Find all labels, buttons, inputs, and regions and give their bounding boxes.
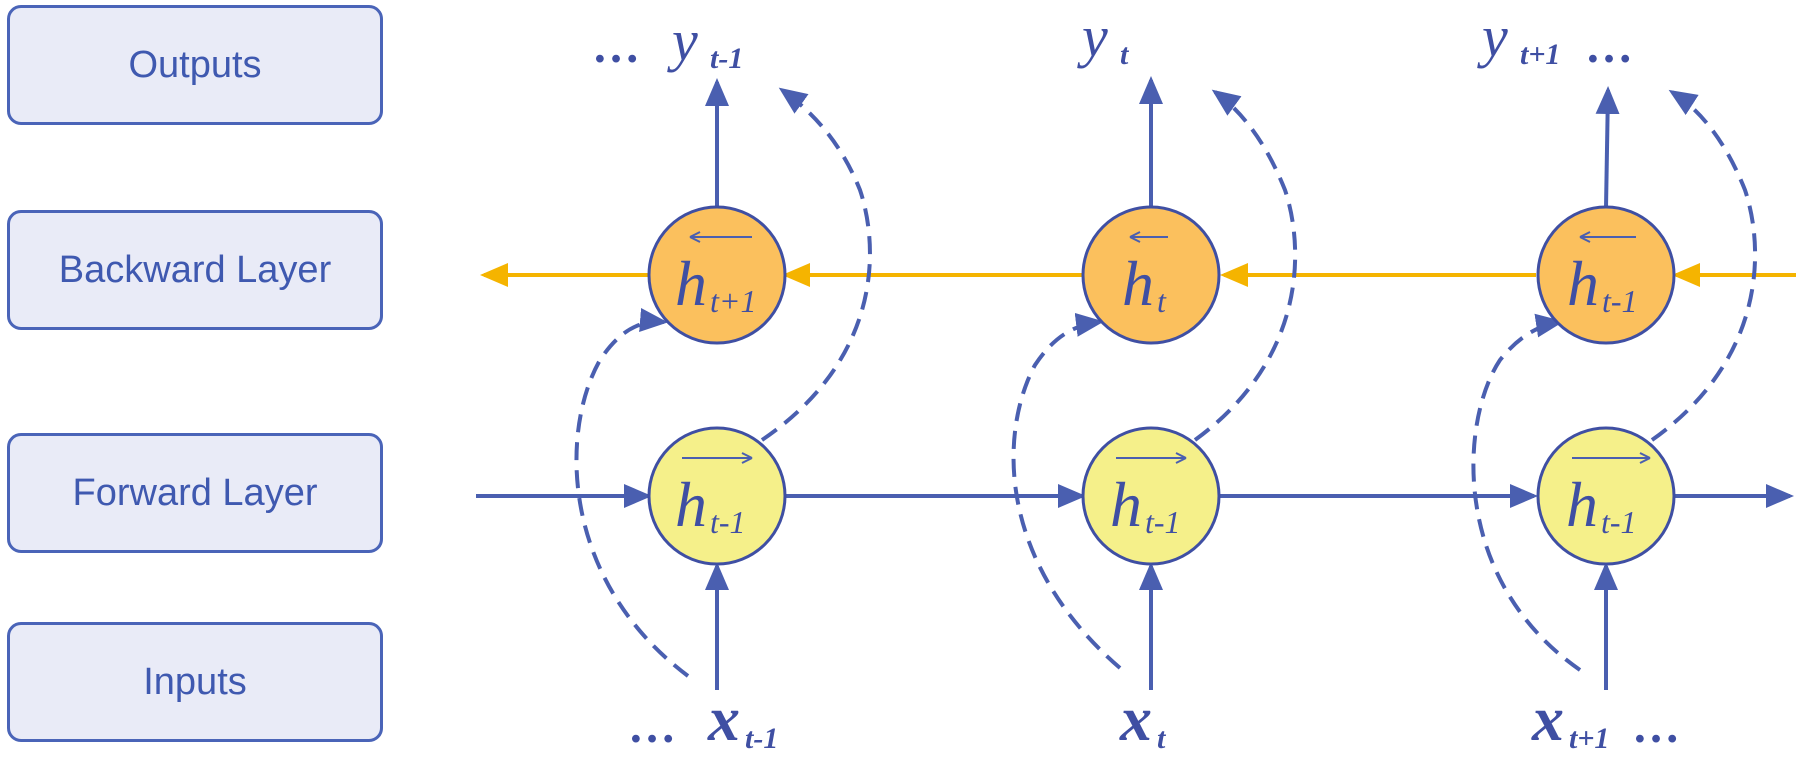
- input-label-3-base: x: [1531, 683, 1564, 754]
- inputs-trailing-ellipsis: …: [1632, 700, 1680, 753]
- backward-node-2-sub: t: [1157, 283, 1167, 319]
- backward-node-2-base: h: [1122, 248, 1154, 319]
- forward-node-1-sub: t-1: [710, 504, 746, 540]
- backward-node-2: h t: [1081, 205, 1221, 345]
- inputs-layer-label: Inputs: [7, 622, 383, 742]
- backward-node-3-base: h: [1567, 248, 1599, 319]
- output-label-3-base: y: [1477, 4, 1508, 69]
- output-label-3-sub: t+1: [1520, 38, 1560, 71]
- forward-node-3-base: h: [1566, 469, 1598, 540]
- input-label-3-sub: t+1: [1569, 722, 1609, 755]
- outputs-leading-ellipsis: …: [592, 20, 640, 73]
- output-label-2: y t: [1077, 4, 1130, 71]
- backward-node-3-sub: t-1: [1602, 283, 1638, 319]
- forward-node-1-base: h: [675, 469, 707, 540]
- input-arrows: [705, 562, 1618, 690]
- output-label-2-base: y: [1077, 4, 1108, 69]
- backward-node-1-sub: t+1: [710, 283, 756, 319]
- backward-layer-label: Backward Layer: [7, 210, 383, 330]
- input-label-1: x t-1: [707, 683, 778, 755]
- inputs-leading-ellipsis: …: [628, 700, 676, 753]
- input-to-backward-dashed-arrows: [574, 308, 1582, 678]
- forward-layer-label: Forward Layer: [7, 433, 383, 553]
- input-label-2: x t: [1119, 683, 1167, 755]
- outputs-trailing-ellipsis: …: [1585, 20, 1633, 73]
- output-label-1: y t-1: [667, 8, 743, 75]
- input-label-2-sub: t: [1157, 722, 1167, 755]
- output-label-3: y t+1: [1477, 4, 1560, 71]
- outputs-layer-label: Outputs: [7, 5, 383, 125]
- forward-node-2-sub: t-1: [1145, 504, 1181, 540]
- forward-to-output-dashed-arrows: [760, 87, 1758, 442]
- output-arrows: [705, 76, 1620, 209]
- forward-node-3: h t-1: [1536, 426, 1676, 566]
- input-label-1-base: x: [707, 683, 740, 754]
- input-label-3: x t+1: [1531, 683, 1609, 755]
- input-label-2-base: x: [1119, 683, 1152, 754]
- forward-node-3-sub: t-1: [1601, 504, 1637, 540]
- backward-node-1-base: h: [675, 248, 707, 319]
- output-label-1-sub: t-1: [710, 42, 743, 75]
- output-label-2-sub: t: [1120, 38, 1130, 71]
- backward-node-1: h t+1: [647, 205, 787, 345]
- backward-node-3: h t-1: [1536, 205, 1676, 345]
- forward-node-2: h t-1: [1081, 426, 1221, 566]
- forward-node-1: h t-1: [647, 426, 787, 566]
- output-label-1-base: y: [667, 8, 698, 73]
- input-label-1-sub: t-1: [745, 722, 778, 755]
- forward-node-2-base: h: [1110, 469, 1142, 540]
